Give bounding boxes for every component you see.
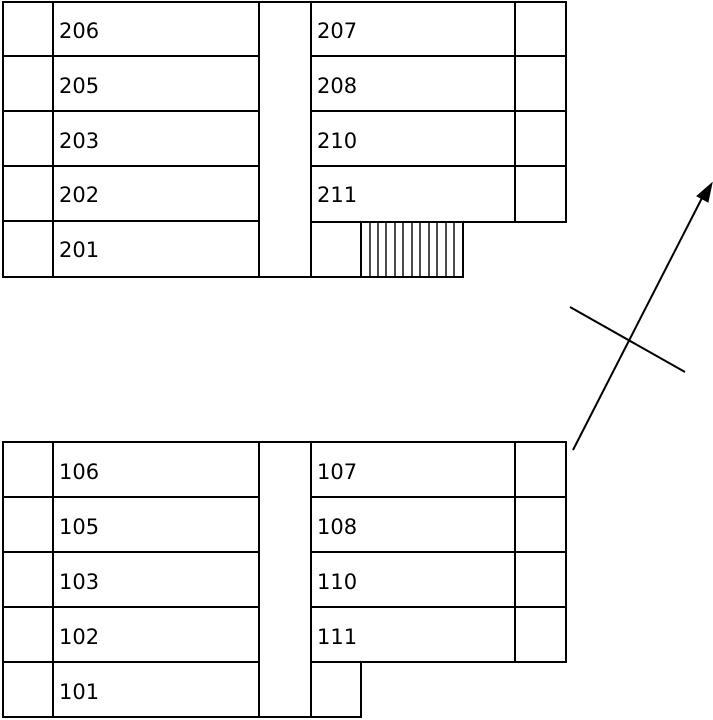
stairs-icon bbox=[360, 221, 464, 278]
room-102-label: 102 bbox=[59, 625, 99, 649]
room-205-label: 205 bbox=[59, 74, 99, 98]
corridor bbox=[258, 441, 312, 718]
corridor bbox=[258, 1, 312, 278]
room-203-label: 203 bbox=[59, 129, 99, 153]
room-211-label: 211 bbox=[317, 183, 357, 207]
room-101-label: 101 bbox=[59, 680, 99, 704]
stair-landing bbox=[310, 222, 463, 278]
room-201-label: 201 bbox=[59, 238, 99, 262]
building-floor-1: 106 105 103 102 101 107 108 110 111 bbox=[2, 441, 567, 718]
building-floor-2: 206 205 203 202 201 207 208 210 211 bbox=[2, 1, 567, 278]
left-wing-outline bbox=[2, 1, 260, 278]
room-108-label: 108 bbox=[317, 515, 357, 539]
entrance-block bbox=[310, 662, 362, 718]
room-210-label: 210 bbox=[317, 129, 357, 153]
room-207-label: 207 bbox=[317, 19, 357, 43]
room-206-label: 206 bbox=[59, 19, 99, 43]
room-208-label: 208 bbox=[317, 74, 357, 98]
room-111-label: 111 bbox=[317, 625, 357, 649]
room-105-label: 105 bbox=[59, 515, 99, 539]
room-103-label: 103 bbox=[59, 570, 99, 594]
room-110-label: 110 bbox=[317, 570, 357, 594]
room-107-label: 107 bbox=[317, 460, 357, 484]
left-wing-outline bbox=[2, 441, 260, 718]
north-arrow-icon bbox=[569, 181, 713, 451]
room-106-label: 106 bbox=[59, 460, 99, 484]
room-202-label: 202 bbox=[59, 183, 99, 207]
